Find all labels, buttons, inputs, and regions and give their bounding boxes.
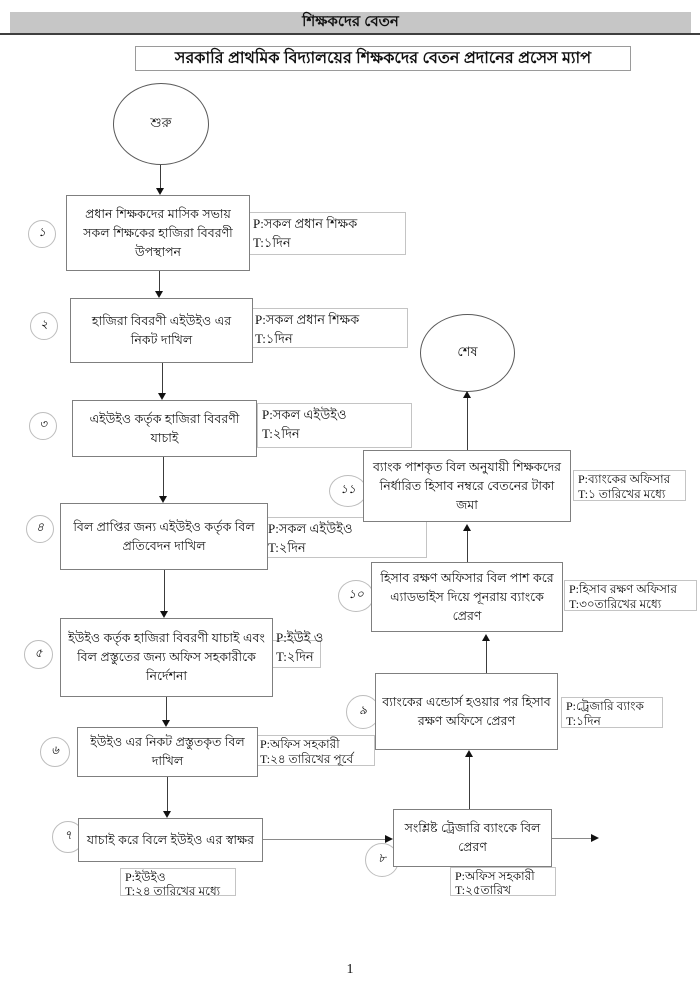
step-10-box: হিসাব রক্ষণ অফিসার বিল পাশ করে এ্যাডভাইস… — [371, 562, 563, 632]
step-1-performer: P:সকল প্রধান শিক্ষক — [253, 216, 358, 231]
step-6-number: ৬ — [40, 737, 70, 767]
step-10-performer: P:হিসাব রক্ষণ অফিসার — [569, 582, 678, 596]
step-2-annotation: P:সকল প্রধান শিক্ষক T:১দিন — [250, 308, 408, 348]
step-6-performer: P:অফিস সহকারী — [260, 737, 340, 751]
step-4-box: বিল প্রাপ্তির জন্য এইউইও কর্তৃক বিল প্রত… — [60, 503, 268, 570]
step-8-box: সংশ্লিষ্ট ট্রেজারি ব্যাংকে বিল প্রেরণ — [393, 809, 552, 867]
connector-step1-to-step2 — [159, 271, 160, 292]
step-9-time: T:১দিন — [566, 714, 601, 728]
step-9-box: ব্যাংকের এন্ডোর্স হওয়ার পর হিসাব রক্ষণ … — [375, 673, 558, 750]
connector-step5-to-step6 — [166, 697, 167, 721]
step-6-annotation: P:অফিস সহকারী T:২৪ তারিখের পূর্বে — [255, 735, 375, 766]
arrowhead-step9-to-step10 — [482, 634, 490, 641]
step-5-performer: P:ইউই ও — [276, 630, 324, 645]
page-number: 1 — [346, 962, 354, 977]
step-8-time: T:২৫তারিখ — [455, 883, 512, 897]
connector-step6-to-step7 — [167, 777, 168, 812]
step-4-time: T:২দিন — [268, 540, 306, 555]
step-3-number: ৩ — [29, 412, 57, 440]
arrowhead-step8-outgoing — [591, 834, 599, 842]
arrowhead-step7-to-step8 — [385, 835, 393, 843]
step-3-time: T:২দিন — [262, 426, 300, 441]
step-3-box: এইউইও কর্তৃক হাজিরা বিবরণী যাচাই — [72, 400, 257, 457]
connector-step3-to-step4 — [163, 457, 164, 497]
connector-step2-to-step3 — [162, 363, 163, 394]
connector-step10-to-step11 — [467, 531, 468, 562]
step-3-annotation: P:সকল এইউইও T:২দিন — [257, 403, 412, 448]
step-8-performer: P:অফিস সহকারী — [455, 869, 535, 883]
connector-start-to-step1 — [160, 163, 161, 189]
arrowhead-step11-to-end — [463, 391, 471, 398]
step-11-box: ব্যাংক পাশকৃত বিল অনুযায়ী শিক্ষকদের নির… — [363, 450, 571, 522]
connector-step8-outgoing — [552, 838, 592, 839]
arrowhead-step1-to-step2 — [155, 291, 163, 298]
step-10-number: ১০ — [338, 580, 374, 612]
connector-step7-to-step8 — [263, 839, 386, 840]
step-2-time: T:১দিন — [255, 331, 293, 346]
step-5-annotation: P:ইউই ও T:২দিন — [271, 630, 323, 668]
connector-step4-to-step5 — [164, 570, 165, 612]
arrowhead-step8-to-step9 — [465, 750, 473, 757]
arrowhead-step3-to-step4 — [159, 496, 167, 503]
step-6-time: T:২৪ তারিখের পূর্বে — [260, 752, 354, 766]
step-7-annotation: P:ইউইও T:২৪ তারিখের মধ্যে — [120, 868, 236, 898]
step-9-annotation: P:ট্রেজারি ব্যাংক T:১দিন — [561, 697, 663, 728]
arrowhead-start-to-step1 — [156, 188, 164, 195]
arrowhead-step6-to-step7 — [163, 811, 171, 818]
step-7-box: যাচাই করে বিলে ইউইও এর স্বাক্ষর — [78, 818, 263, 862]
title-divider — [0, 33, 700, 35]
step-6-box: ইউইও এর নিকট প্রস্তুতকৃত বিল দাখিল — [77, 727, 258, 777]
step-9-number: ৯ — [346, 695, 380, 729]
arrowhead-step10-to-step11 — [463, 524, 471, 531]
step-2-box: হাজিরা বিবরণী এইউইও এর নিকট দাখিল — [70, 298, 253, 363]
step-4-number: ৪ — [26, 515, 54, 543]
step-11-annotation: P:ব্যাংকের অফিসার T:১ তারিখের মধ্যে — [573, 470, 686, 501]
step-5-number: ৫ — [24, 640, 53, 669]
arrowhead-step2-to-step3 — [158, 393, 166, 400]
step-1-number: ১ — [28, 220, 56, 248]
step-3-performer: P:সকল এইউইও — [262, 407, 347, 422]
connector-step9-to-step10 — [486, 641, 487, 673]
step-10-time: T:৩০তারিখের মধ্যে — [569, 597, 662, 611]
connector-step8-to-step9 — [469, 757, 470, 809]
step-1-time: T:১দিন — [253, 235, 291, 250]
step-5-box: ইউইও কর্তৃক হাজিরা বিবরণী যাচাই এবং বিল … — [60, 618, 273, 697]
arrowhead-step5-to-step6 — [162, 720, 170, 727]
step-11-performer: P:ব্যাংকের অফিসার — [578, 472, 671, 486]
step-8-annotation: P:অফিস সহকারী T:২৫তারিখ — [450, 867, 556, 897]
page-title: শিক্ষকদের বেতন — [10, 12, 691, 33]
step-7-time: T:২৪ তারিখের মধ্যে — [125, 884, 221, 898]
step-11-number: ১১ — [329, 475, 367, 507]
arrowhead-step4-to-step5 — [160, 611, 168, 618]
step-1-box: প্রধান শিক্ষকদের মাসিক সভায় সকল শিক্ষকে… — [66, 195, 250, 271]
map-subtitle: সরকারি প্রাথমিক বিদ্যালয়ের শিক্ষকদের বে… — [135, 46, 631, 71]
step-5-time: T:২দিন — [276, 649, 314, 664]
step-2-performer: P:সকল প্রধান শিক্ষক — [255, 312, 360, 327]
step-10-annotation: P:হিসাব রক্ষণ অফিসার T:৩০তারিখের মধ্যে — [564, 580, 697, 611]
step-1-annotation: P:সকল প্রধান শিক্ষক T:১দিন — [248, 212, 406, 255]
step-4-performer: P:সকল এইউইও — [268, 521, 353, 536]
step-2-number: ২ — [30, 312, 58, 340]
step-9-performer: P:ট্রেজারি ব্যাংক — [566, 699, 644, 713]
end-terminal: শেষ — [420, 314, 515, 392]
step-11-time: T:১ তারিখের মধ্যে — [578, 487, 666, 501]
connector-step11-to-end — [467, 398, 468, 450]
step-7-performer: P:ইউইও — [125, 870, 166, 884]
step-4-annotation: P:সকল এইউইও T:২দিন — [263, 517, 427, 558]
start-terminal: শুরু — [113, 83, 209, 165]
